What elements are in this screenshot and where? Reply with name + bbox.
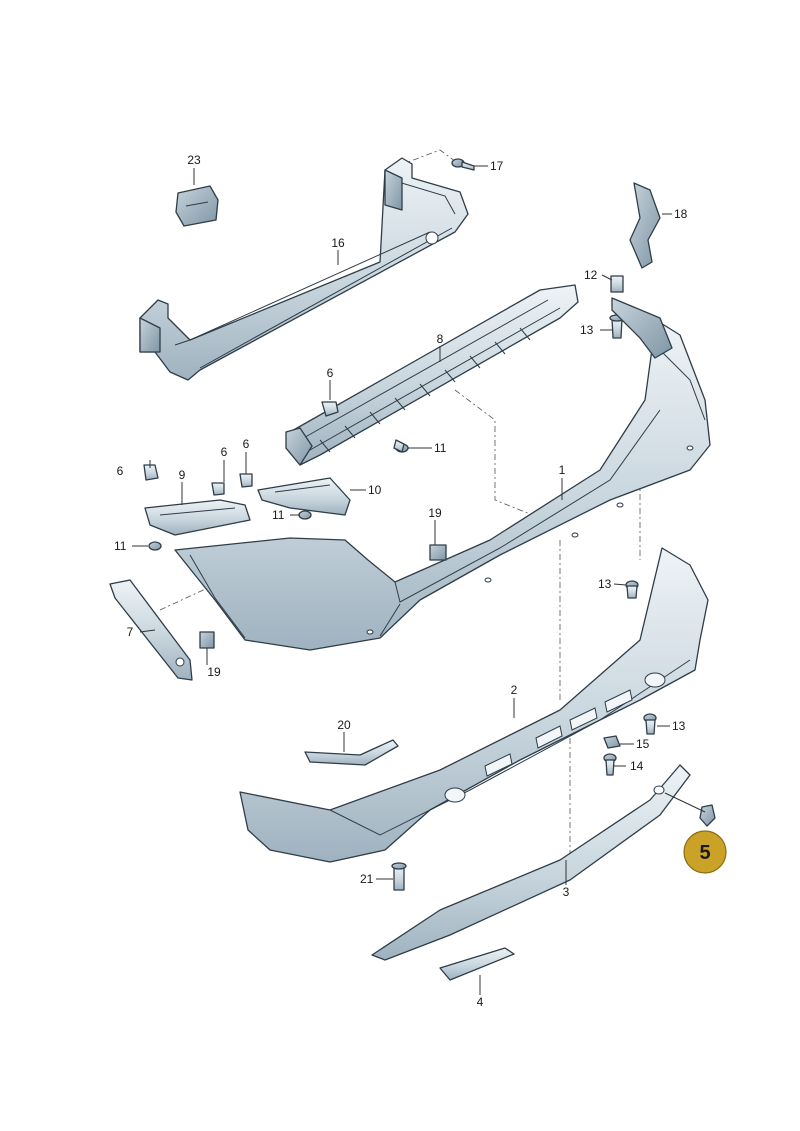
part-12-clip — [610, 275, 624, 293]
callout-17: 17 — [490, 159, 504, 173]
part-19-clip-a — [429, 544, 447, 561]
callout-9: 9 — [179, 468, 186, 482]
part-18-trim — [629, 182, 661, 269]
callout-6-mid: 6 — [221, 445, 228, 459]
callout-13-lower: 13 — [672, 719, 686, 733]
callout-11-mid: 11 — [272, 508, 285, 522]
callout-13-mid: 13 — [598, 577, 612, 591]
callout-6-left: 6 — [117, 464, 124, 478]
callout-13-top: 13 — [580, 323, 594, 337]
callout-6-right: 6 — [243, 437, 250, 451]
part-11-screw-a — [393, 439, 409, 453]
callout-3: 3 — [563, 885, 570, 899]
part-20-trim — [304, 739, 399, 766]
part-13-screw-lower — [643, 713, 657, 735]
callout-23: 23 — [187, 153, 201, 167]
part-1-bumper-cover — [174, 297, 711, 651]
callout-6-top: 6 — [327, 366, 334, 380]
part-10-bracket — [257, 477, 351, 516]
part-6-clip-b — [143, 464, 159, 481]
highlight-badge: 5 — [683, 830, 727, 874]
badge-label: 5 — [699, 842, 710, 864]
badge-circle — [683, 830, 727, 874]
part-9-bracket — [144, 499, 251, 536]
callout-11-top: 11 — [434, 441, 447, 455]
callout-20: 20 — [337, 718, 351, 732]
part-7-side-trim — [109, 579, 193, 681]
part-6-clip-a — [321, 401, 339, 417]
callout-18: 18 — [674, 207, 688, 221]
part-8-guide-bracket — [285, 284, 579, 466]
callout-16: 16 — [331, 236, 345, 250]
callout-14: 14 — [630, 759, 644, 773]
callout-7: 7 — [127, 625, 134, 639]
callout-2: 2 — [511, 683, 518, 697]
callout-11-left: 11 — [114, 539, 127, 553]
callout-10: 10 — [368, 483, 382, 497]
callout-19-bottom: 19 — [207, 665, 221, 679]
callout-8: 8 — [437, 332, 444, 346]
part-2-diffuser — [239, 547, 709, 863]
callout-12: 12 — [584, 268, 598, 282]
part-16-bumper-beam — [139, 157, 469, 381]
part-3-lower-trim — [371, 764, 691, 961]
part-13-screw-mid — [625, 580, 639, 599]
callout-labels: 23 16 17 18 12 13 8 6 11 6 6 6 9 10 11 1… — [114, 153, 688, 1009]
part-11-screw-b — [298, 510, 312, 520]
part-4-trim — [439, 947, 515, 981]
part-15-clip — [603, 735, 621, 749]
part-21-bolt — [391, 862, 407, 891]
part-19-clip-b — [199, 631, 215, 649]
callout-15: 15 — [636, 737, 650, 751]
part-11-screw-c — [148, 541, 162, 551]
callout-4: 4 — [477, 995, 484, 1009]
part-6-clip-c — [211, 482, 225, 496]
callout-19-top: 19 — [428, 506, 442, 520]
part-23-cap — [175, 185, 219, 227]
callout-1: 1 — [559, 463, 566, 477]
part-14-screw — [603, 753, 617, 776]
leader-lines — [132, 165, 706, 995]
part-6-clip-d — [239, 473, 253, 488]
part-5-cap — [699, 804, 716, 827]
callout-21: 21 — [360, 872, 374, 886]
part-17-bolt — [451, 158, 475, 171]
